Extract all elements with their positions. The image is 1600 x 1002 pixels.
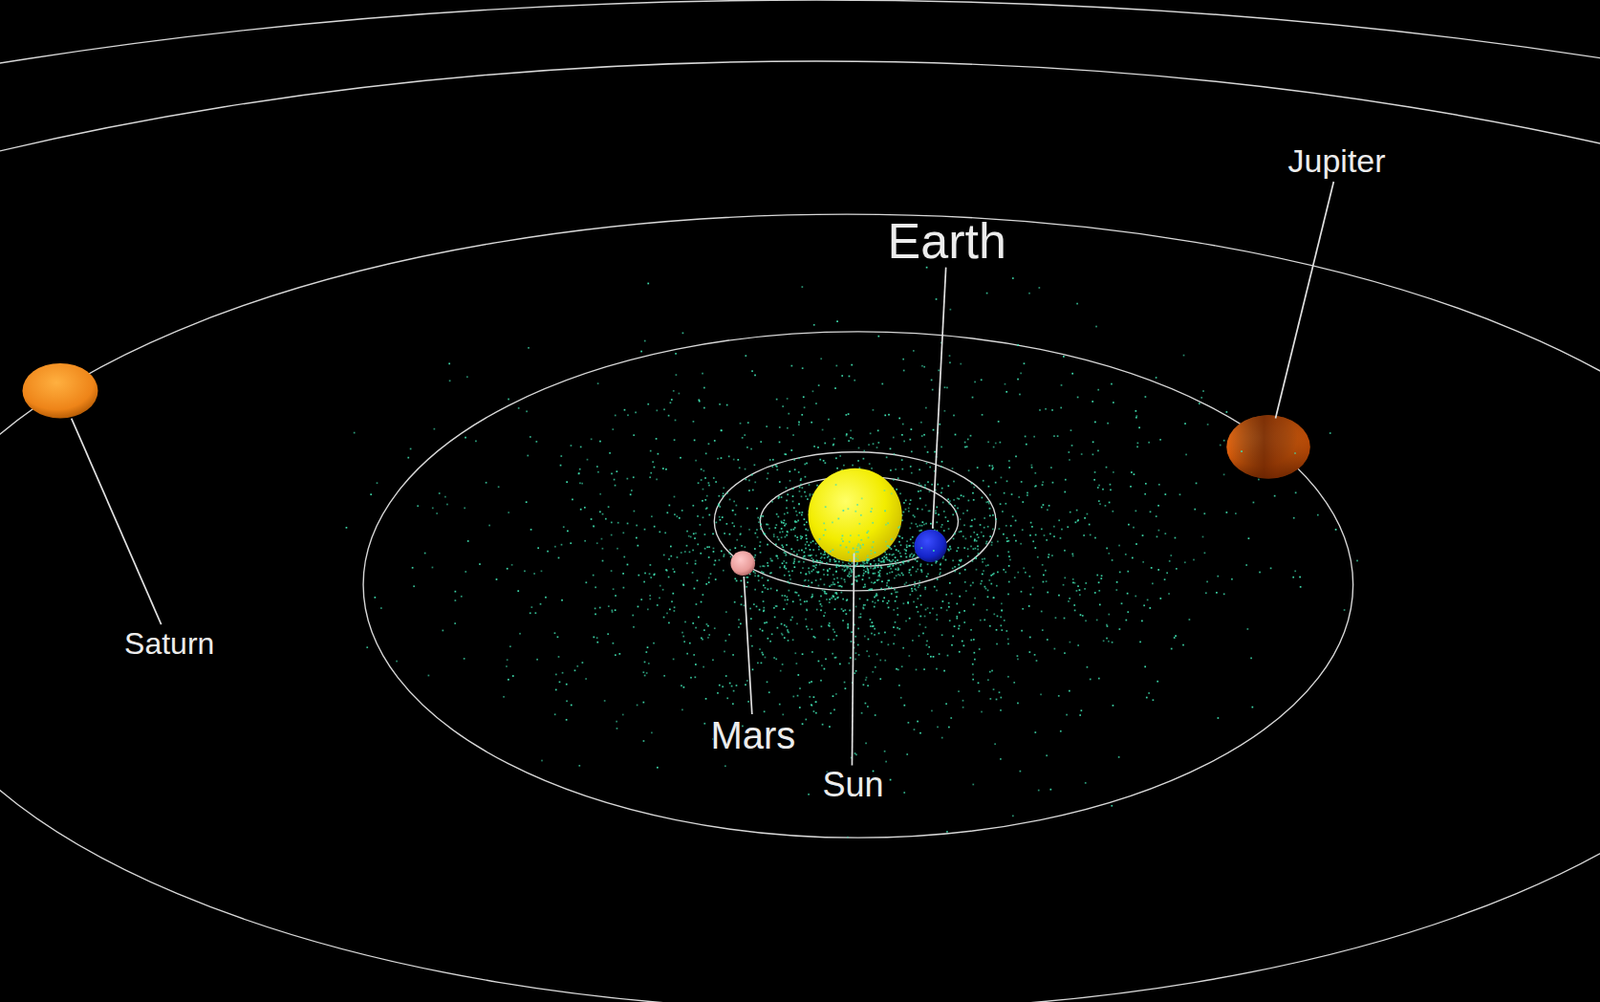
- planet-label: Jupiter: [1288, 144, 1386, 177]
- planet-label: Earth: [887, 216, 1007, 266]
- asteroid-dots: [366, 325, 1296, 791]
- jupiter-sphere: [1226, 414, 1311, 478]
- sun-sphere: [808, 468, 903, 563]
- saturn-sphere: [21, 363, 98, 419]
- star-label: Sun: [821, 767, 884, 802]
- leader-lines: [71, 181, 1335, 765]
- mars-sphere: [730, 550, 756, 576]
- asteroid-dots: [345, 266, 1359, 839]
- earth-sphere: [914, 529, 948, 563]
- planet-label: Saturn: [124, 627, 215, 659]
- planet-label: Mars: [710, 715, 796, 755]
